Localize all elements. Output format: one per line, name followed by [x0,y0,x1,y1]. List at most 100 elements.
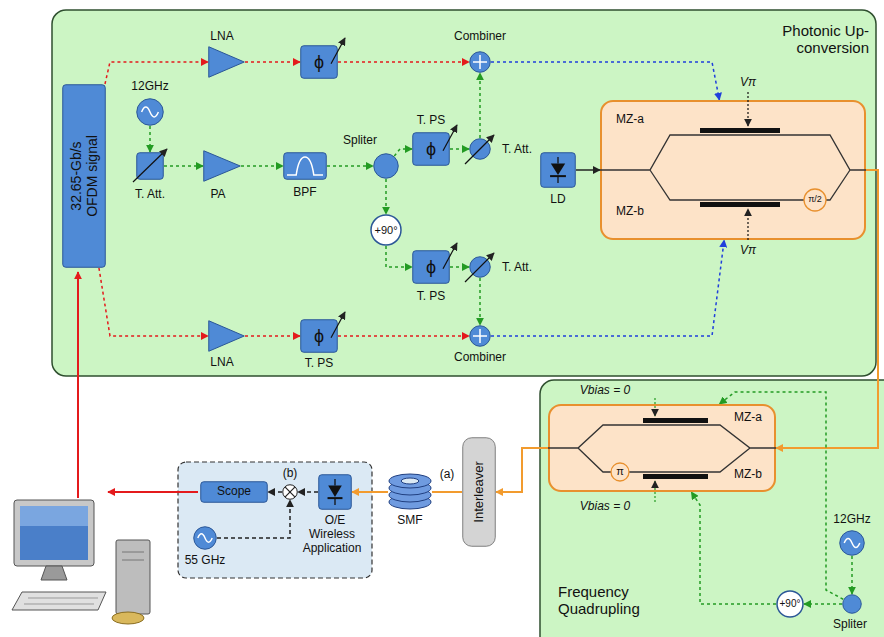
signal-connector [804,603,842,605]
phase-shifter-shape [331,312,345,338]
interleaver: Interleaver [462,437,496,547]
hybrid-coupler: +90° [776,590,804,618]
signal-connector [432,491,462,493]
mixer: (b) [282,484,298,500]
iq-modulator-shape [600,135,866,200]
part-label: (a) [440,468,455,482]
node-label: Spliter [343,134,377,148]
fiber-spool: SMF [388,472,432,512]
signal-connector [268,491,282,493]
hybrid-coupler-shape [777,591,803,617]
scope: Scope [200,481,268,503]
node-label: LNA [210,356,233,370]
photodetector: O/E [318,474,352,510]
node-label: Frequency Quadrupling [558,583,662,618]
node-label: MZ-b [734,468,762,482]
combiner: Combiner [469,325,491,347]
iq-modulator: MZ-aMZ-b [600,100,866,240]
signal-source: 32.65-Gb/s OFDM signal [62,84,106,268]
iq-modulator-shape [654,481,655,502]
amplifier-shape [203,150,241,182]
computer-icon [12,500,150,624]
computer-icon [20,506,88,526]
computer-icon [112,612,144,624]
quadrupling-panel [540,380,884,637]
oscillator: 12GHz [136,98,164,126]
hybrid-coupler: +90° [370,214,402,246]
splitter-shape [843,595,862,614]
signal-connector [719,392,843,599]
iq-modulator-shape [700,128,780,133]
node-label: (b) [283,467,298,481]
mixer-shape [282,484,298,500]
combiner: Combiner [469,51,491,73]
node-label: T. Att. [135,188,165,202]
combiner-shape [473,61,487,63]
iq-modulator-shape [747,209,748,240]
iq-modulator-shape [548,425,776,472]
oscillator-shape [193,526,217,550]
signal-connector [386,246,412,267]
node-text: ϕ [314,326,324,347]
oscillator-shape [840,531,865,556]
interleaver-shape [463,438,496,547]
iq-modulator-shape [601,101,865,239]
panel: Photonic Up-conversion32.65-Gb/s OFDM si… [52,10,876,376]
data-arrow [77,272,79,498]
photodetector-shape [319,475,352,510]
combiner-shape [469,51,491,73]
iq-modulator-shape [747,92,748,126]
node-label: BPF [293,186,316,200]
node-label: MZ-a [616,113,644,127]
signal-connector [149,126,151,152]
iq-modulator-shape [643,418,708,423]
amplifier: LNA [208,320,245,352]
mixer-shape [285,487,295,497]
signal-connector [338,61,469,63]
node-text: ϕ [426,257,436,278]
combiner-shape [473,335,487,337]
iq-modulator-shape [700,202,780,207]
mixer-shape [285,487,295,497]
phase-shifter: ϕ [300,45,338,79]
oscillator: 55 GHz [193,526,217,550]
splitter-shape [373,153,399,179]
iq-modulator: MZ-aMZ-b [548,404,776,492]
node-text: +90° [374,224,397,237]
attenuator-shape [465,135,494,164]
computer-icon [28,598,98,599]
laser-diode-shape [557,176,558,183]
bandpass-filter: BPF [283,152,327,180]
data-arrow [108,491,198,493]
amplifier-shape [209,321,245,352]
attenuator: T. Att. [469,256,491,278]
signal-connector [576,169,600,171]
node-label: Spliter [833,618,867,632]
part-label: Vπ [740,76,756,90]
photodetector-shape [334,479,335,485]
signal-connector [298,491,318,493]
laser-diode-shape [541,153,576,188]
oscillator-shape [839,530,865,556]
splitter-shape [842,594,862,614]
node-label: PA [210,188,225,202]
signal-connector [851,556,853,594]
fiber-spool-shape [388,472,432,512]
signal-connector [385,179,387,214]
signal-connector [164,165,203,167]
node-label: SMF [397,514,422,528]
signal-connector [217,500,290,538]
oscillator-shape [137,99,164,126]
signal-connector [352,491,388,493]
up-conversion-panel [52,10,876,376]
combiner-shape [470,326,491,347]
oscillator-shape [844,538,860,547]
iq-modulator-shape [549,405,775,491]
node-label: 55 GHz [185,554,226,568]
node-label: LD [550,193,565,207]
oscillator: 12GHz [839,530,865,556]
bandpass-filter-shape [283,152,327,180]
signal-connector [394,149,412,156]
combiner-shape [469,325,491,347]
